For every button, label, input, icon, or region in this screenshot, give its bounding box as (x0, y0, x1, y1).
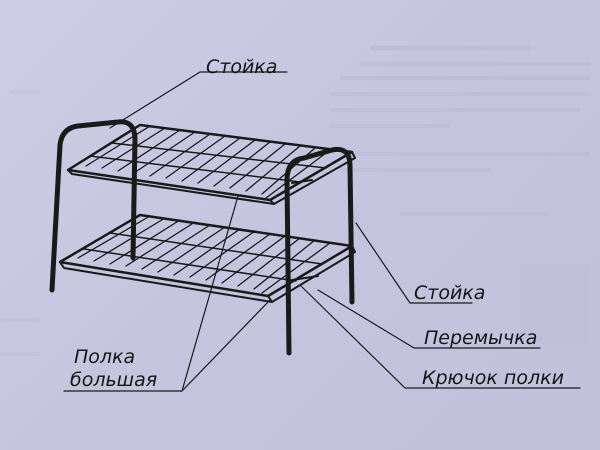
top-shelf (66, 123, 356, 205)
crossbar-label: Перемычка (424, 327, 538, 349)
leader-lines (63, 71, 581, 392)
right-post-label: Стойка (414, 282, 486, 304)
left-post (49, 119, 138, 293)
top-post-label: Стойка (206, 56, 278, 78)
shelf-hook-label: Крючок полки (422, 367, 564, 389)
faded-text-block (0, 46, 590, 356)
right-post (284, 146, 355, 356)
bottom-shelf (58, 213, 356, 303)
shelf-hooks (291, 179, 319, 281)
big-shelf-label-line2: большая (70, 369, 158, 391)
big-shelf-label-line1: Полка (74, 346, 136, 368)
